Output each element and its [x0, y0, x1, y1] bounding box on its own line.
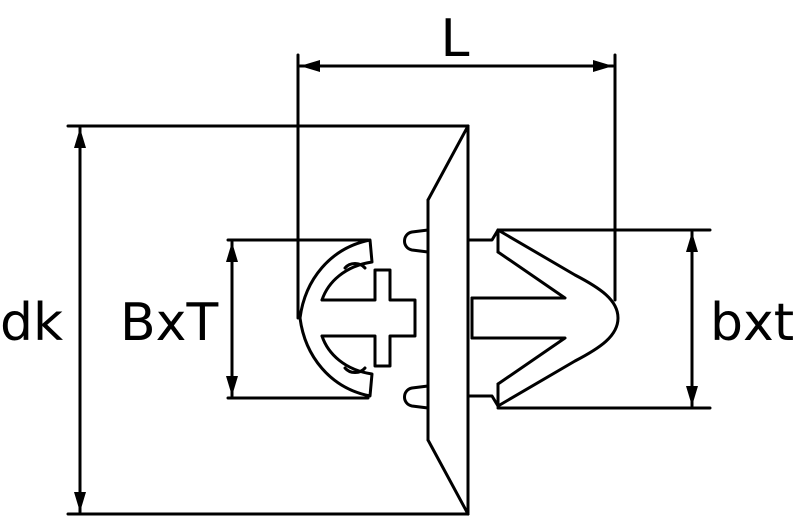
label-dk: dk: [0, 293, 63, 353]
dimension-bxt: [496, 228, 712, 410]
label-bxt: bxt: [710, 293, 794, 353]
label-BxT: BxT: [120, 293, 218, 353]
label-L: L: [441, 9, 470, 69]
head-wings: [403, 228, 430, 410]
dimension-L: [296, 53, 617, 320]
clip-body: [466, 228, 620, 408]
hole-profile: [298, 238, 417, 398]
dimension-BxT: [226, 238, 370, 400]
clip-head: [66, 124, 470, 516]
